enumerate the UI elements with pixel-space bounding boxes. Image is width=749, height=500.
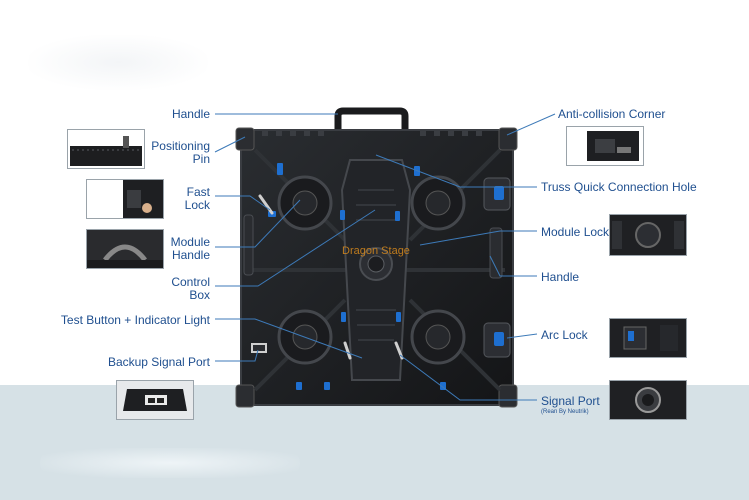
corner-bottom-right: [498, 384, 518, 408]
bottom-blur: [40, 448, 300, 478]
corner-top-left: [235, 127, 255, 151]
label-test-button: Test Button + Indicator Light: [60, 313, 210, 327]
thumb-fast-lock: [86, 179, 164, 219]
label-control-box-2: Box: [189, 288, 210, 302]
label-module-handle-1: Module: [170, 235, 210, 249]
thumb-module-lock: [609, 214, 687, 256]
module-sockets: [277, 175, 466, 365]
label-positioning-pin-1: Positioning: [151, 139, 210, 153]
label-fast-lock-2: Lock: [184, 198, 210, 212]
thumb-backup-signal-port: [116, 380, 194, 420]
label-handle-top: Handle: [171, 107, 210, 121]
top-handle: [334, 107, 409, 138]
thumb-arc-lock: [609, 318, 687, 358]
label-backup-signal-port: Backup Signal Port: [107, 355, 210, 369]
top-blur: [28, 35, 208, 90]
label-module-handle-2: Handle: [171, 248, 210, 262]
thumb-module-handle: [86, 229, 164, 269]
arc-lock-blue-clip: [494, 332, 504, 346]
label-control-box-1: Control: [171, 275, 210, 289]
label-truss-quick-connection-hole: Truss Quick Connection Hole: [541, 180, 697, 194]
thumb-signal-port: [609, 380, 687, 420]
corner-bottom-left: [235, 384, 255, 408]
corner-top-right: [498, 127, 518, 151]
label-module-lock: Module Lock: [541, 225, 610, 239]
blue-accents: [268, 163, 446, 390]
label-arc-lock: Arc Lock: [541, 328, 588, 342]
label-fast-lock-1: Fast: [186, 185, 210, 199]
side-handle-right: [489, 227, 503, 279]
label-anti-collision-corner: Anti-collision Corner: [558, 107, 666, 121]
backup-port-connectors: [251, 343, 267, 353]
watermark-text: Dragon Stage: [342, 245, 410, 257]
label-signal-port-sub: (Rean By Neutrik): [541, 409, 589, 415]
side-handle-left: [243, 214, 254, 276]
thumb-anti-collision-corner: [566, 126, 644, 166]
truss-blue-clip: [494, 186, 504, 200]
label-signal-port: Signal Port: [541, 394, 600, 408]
label-positioning-pin-2: Pin: [192, 152, 210, 166]
label-handle-right: Handle: [541, 270, 580, 284]
leader-lines: [214, 113, 556, 401]
thumb-positioning-pin: [67, 129, 145, 169]
